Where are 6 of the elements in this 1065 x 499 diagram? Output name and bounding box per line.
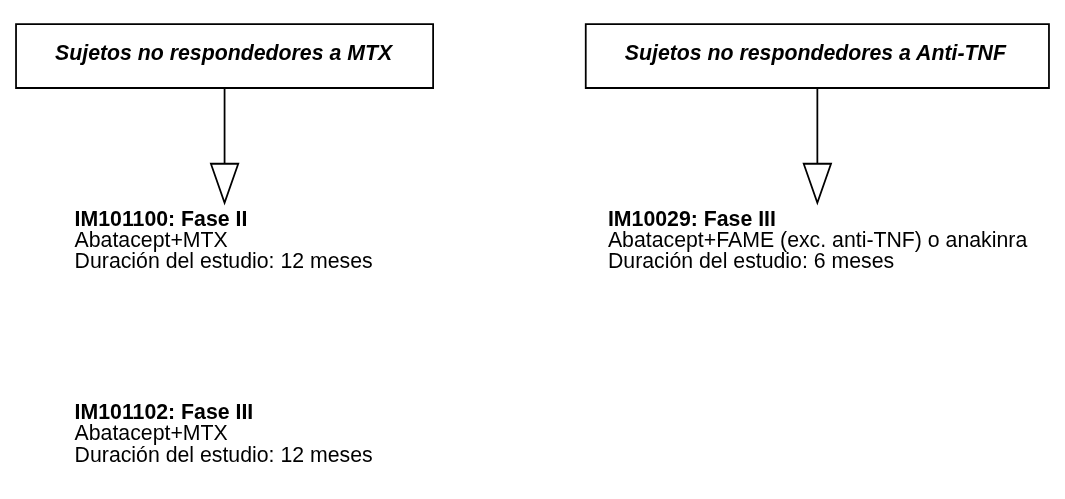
node-text: IM101100: Fase II Abatacept+MTX Duración del estudio: 12 meses: [74, 206, 373, 274]
node-text: IM10029: Fase III Abatacept+FAME (exc. anti-TNF) o anakinra Duración del estudio: 6 meses: [607, 206, 1028, 274]
arrow: [209, 87, 240, 206]
arrow: [802, 87, 833, 206]
node-box: Sujetos no respondedores a MTX: [15, 23, 434, 89]
node-box: Sujetos no respondedores a Anti-TNF: [584, 23, 1050, 89]
